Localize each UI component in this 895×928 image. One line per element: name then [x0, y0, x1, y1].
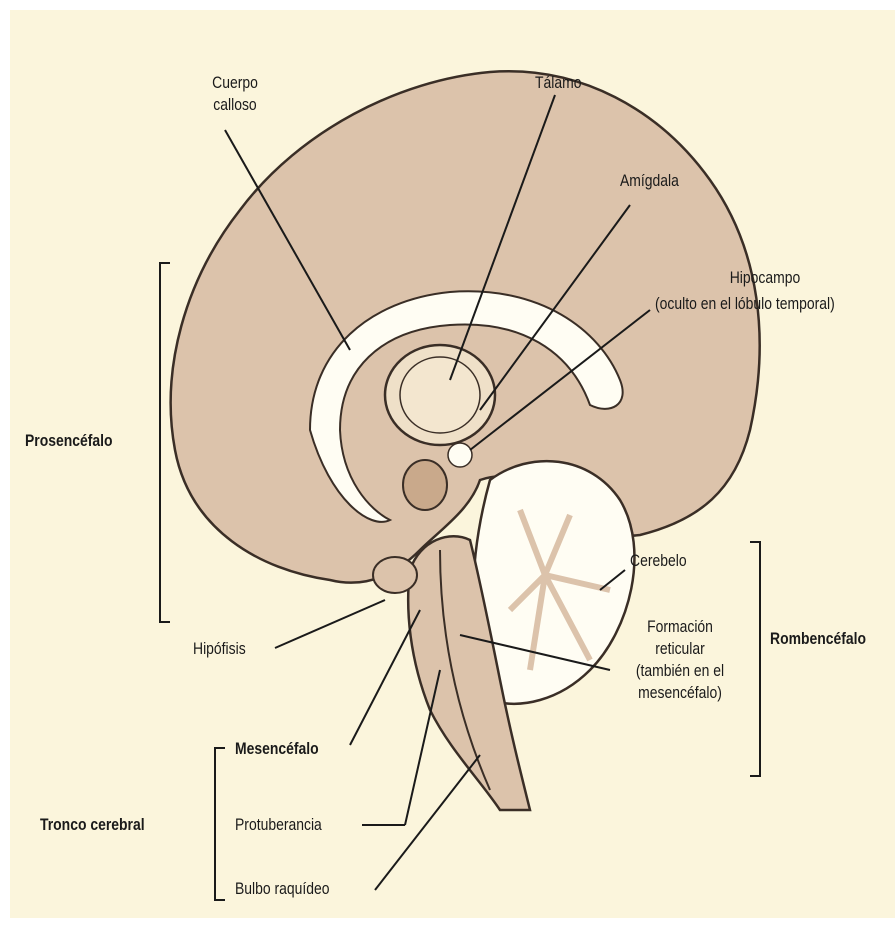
label-cuerpo-calloso: Cuerpo calloso — [190, 72, 280, 116]
label-amigdala: Amígdala — [620, 170, 679, 192]
label-hipofisis: Hipófisis — [193, 638, 246, 660]
label-talamo: Tálamo — [535, 72, 581, 94]
label-mesencefalo: Mesencéfalo — [235, 738, 319, 760]
label-bulbo-raquideo: Bulbo raquídeo — [235, 878, 330, 900]
label-formacion-reticular: Formación reticular (también en el mesen… — [623, 616, 738, 704]
brain-diagram: Cuerpo calloso Tálamo Amígdala Hipocampo… — [10, 10, 895, 918]
label-prosencefalo: Prosencéfalo — [25, 430, 113, 452]
label-cerebelo: Cerebelo — [630, 550, 687, 572]
label-hipocampo: Hipocampo — [712, 267, 819, 289]
label-rombencefalo: Rombencéfalo — [770, 628, 866, 650]
cerebrum — [171, 71, 760, 582]
amygdala — [403, 460, 447, 510]
hippocampus — [448, 443, 472, 467]
pituitary — [373, 557, 417, 593]
brain-illustration — [10, 10, 895, 918]
label-tronco-cerebral: Tronco cerebral — [40, 814, 145, 836]
label-protuberancia: Protuberancia — [235, 814, 322, 836]
label-hipocampo-note: (oculto en el lóbulo temporal) — [655, 293, 835, 315]
